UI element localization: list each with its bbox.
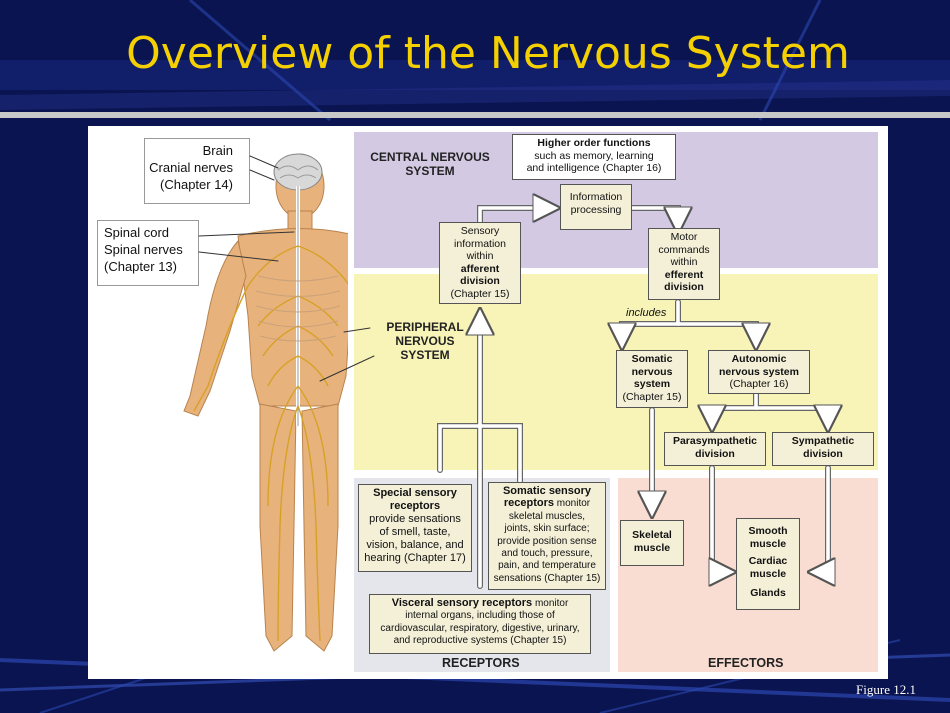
parasympathetic-division-box: Parasympathetic division	[664, 432, 766, 466]
spinal-nerves-label: Spinal nerves	[104, 242, 183, 257]
slide-title: Overview of the Nervous System	[126, 28, 850, 79]
includes-label: includes	[626, 307, 667, 319]
cranial-nerves-label: Cranial nerves	[149, 160, 233, 175]
pns-label: PERIPHERAL NERVOUS SYSTEM	[386, 320, 464, 362]
higher-functions-box: Higher order functions such as memory, l…	[512, 134, 676, 180]
figure-credit: Figure 12.1	[856, 682, 916, 697]
sensory-information-box: Sensory information within afferent divi…	[439, 222, 521, 304]
motor-commands-box: Motor commands within efferent division	[648, 228, 720, 300]
brain-label: Brain	[202, 143, 233, 158]
effectors-caption: EFFECTORS	[708, 656, 784, 670]
special-sensory-receptors-box: Special sensory receptors provide sensat…	[358, 484, 472, 572]
autonomic-nervous-system-box: Autonomic nervous system (Chapter 16)	[708, 350, 810, 394]
nervous-system-figure: Brain Cranial nerves (Chapter 14) Spinal…	[88, 126, 888, 679]
smooth-cardiac-glands-box: Smooth muscle Cardiac muscle Glands	[736, 518, 800, 610]
flow-connectors	[198, 155, 888, 589]
sympathetic-division-box: Sympathetic division	[772, 432, 874, 466]
skeletal-muscle-box: Skeletal muscle	[620, 520, 684, 566]
title-divider	[0, 112, 950, 118]
human-body-illustration	[183, 153, 348, 652]
spinal-cord-label: Spinal cord	[104, 225, 170, 240]
chapter13-label: (Chapter 13)	[104, 259, 177, 274]
brain-label-box: Brain Cranial nerves (Chapter 14)	[144, 138, 250, 204]
information-processing-box: Information processing	[560, 184, 632, 230]
somatic-sensory-receptors-box: Somatic sensory receptors monitor skelet…	[488, 482, 606, 590]
somatic-nervous-system-box: Somatic nervous system (Chapter 15)	[616, 350, 688, 408]
visceral-sensory-receptors-box: Visceral sensory receptors monitor inter…	[369, 594, 591, 654]
cns-label: CENTRAL NERVOUS SYSTEM	[370, 150, 490, 178]
chapter14-label: (Chapter 14)	[160, 177, 233, 192]
spinal-label-box: Spinal cord Spinal nerves (Chapter 13)	[97, 220, 199, 286]
receptors-caption: RECEPTORS	[442, 656, 520, 670]
